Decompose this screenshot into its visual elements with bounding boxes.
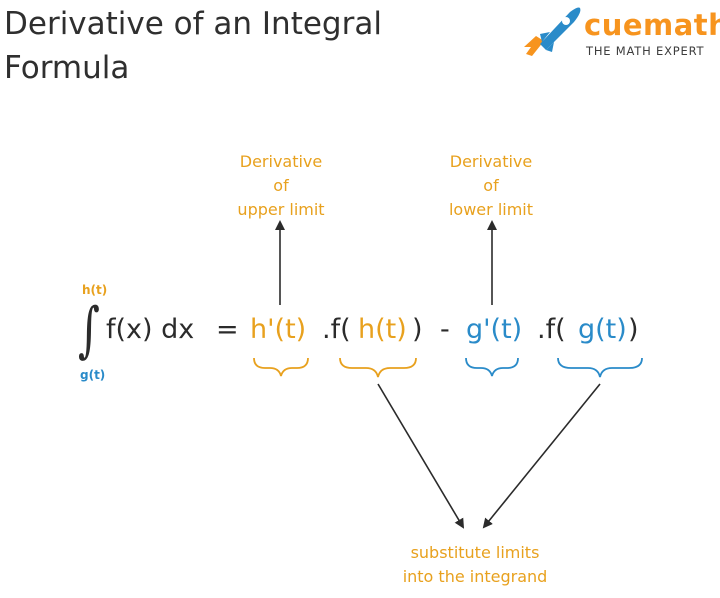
lower-derivative-brace bbox=[465, 357, 519, 377]
function-close: ) bbox=[412, 314, 423, 345]
annotation-line: into the integrand bbox=[402, 567, 548, 586]
integrand: f(x) dx bbox=[106, 314, 195, 345]
title-line-1: Derivative of an Integral bbox=[4, 6, 382, 42]
annotation-line: of bbox=[483, 176, 499, 195]
annotation-line: lower limit bbox=[448, 200, 534, 219]
lower-limit-derivative: g'(t) bbox=[466, 314, 523, 345]
integral-sign: ∫ bbox=[78, 295, 100, 365]
upper-limit-value: h(t) bbox=[358, 314, 407, 345]
lower-value-brace bbox=[557, 357, 643, 378]
upper-value-brace bbox=[339, 357, 417, 378]
rocket-icon bbox=[524, 7, 581, 56]
function-open: .f( bbox=[537, 314, 566, 345]
minus-sign: - bbox=[440, 314, 450, 345]
page-title: Derivative of an Integral Formula bbox=[4, 2, 382, 90]
function-close: ) bbox=[628, 314, 639, 345]
function-open: .f( bbox=[322, 314, 351, 345]
upper-limit-annotation: Derivative of upper limit bbox=[226, 150, 336, 222]
equals-sign: = bbox=[216, 314, 239, 345]
upper-derivative-brace bbox=[253, 357, 309, 377]
logo-name: cuemath bbox=[584, 8, 720, 42]
lower-limit-annotation: Derivative of lower limit bbox=[436, 150, 546, 222]
annotation-line: substitute limits bbox=[410, 543, 540, 562]
substitute-arrow-left bbox=[377, 383, 465, 529]
upper-limit-derivative: h'(t) bbox=[250, 314, 307, 345]
substitute-annotation: substitute limits into the integrand bbox=[380, 541, 570, 589]
annotation-line: upper limit bbox=[237, 200, 325, 219]
annotation-line: Derivative bbox=[449, 152, 533, 171]
annotation-line: Derivative bbox=[239, 152, 323, 171]
substitute-arrow-right bbox=[482, 383, 601, 529]
title-line-2: Formula bbox=[4, 50, 130, 86]
annotation-line: of bbox=[273, 176, 289, 195]
integral-upper-limit: h(t) bbox=[82, 283, 108, 297]
cuemath-logo: cuemath THE MATH EXPERT bbox=[522, 4, 720, 62]
logo-tagline: THE MATH EXPERT bbox=[586, 44, 705, 58]
lower-limit-value: g(t) bbox=[578, 314, 627, 345]
integral-lower-limit: g(t) bbox=[80, 368, 106, 382]
